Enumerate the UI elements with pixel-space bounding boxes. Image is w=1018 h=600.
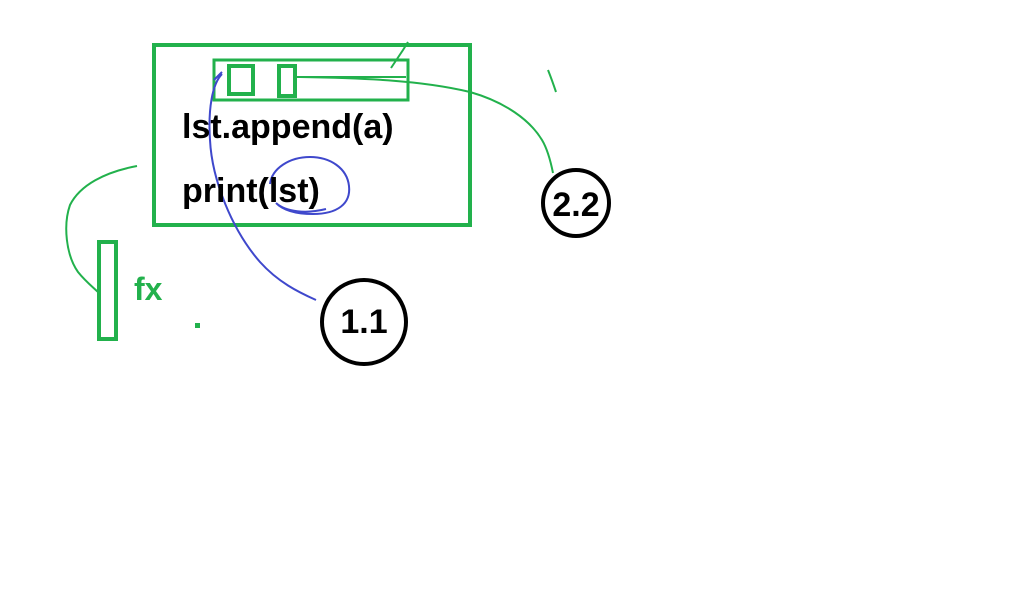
blue-loop-around-arg (269, 155, 351, 216)
tick-stroke (390, 41, 409, 69)
code-line-print: print(lst) (182, 172, 320, 210)
badge-circle-right (541, 168, 611, 238)
list-cell-first (227, 64, 255, 96)
green-dot (195, 323, 200, 328)
curve-to-badge-left (208, 73, 317, 301)
badge-circle-left (320, 278, 408, 366)
list-cell-second (277, 64, 297, 98)
curve-to-side-box (65, 165, 138, 295)
side-label-fx: fx (134, 271, 163, 307)
code-line-append: lst.append(a) (182, 108, 394, 146)
badge-text-left: 1.1 (340, 303, 387, 341)
blue-curve-hook (213, 71, 223, 81)
side-box (97, 240, 118, 341)
code-frame (152, 43, 472, 227)
stray-mark (547, 69, 557, 93)
curve-to-badge-right (299, 76, 554, 174)
badge-text-right: 2.2 (552, 186, 599, 224)
